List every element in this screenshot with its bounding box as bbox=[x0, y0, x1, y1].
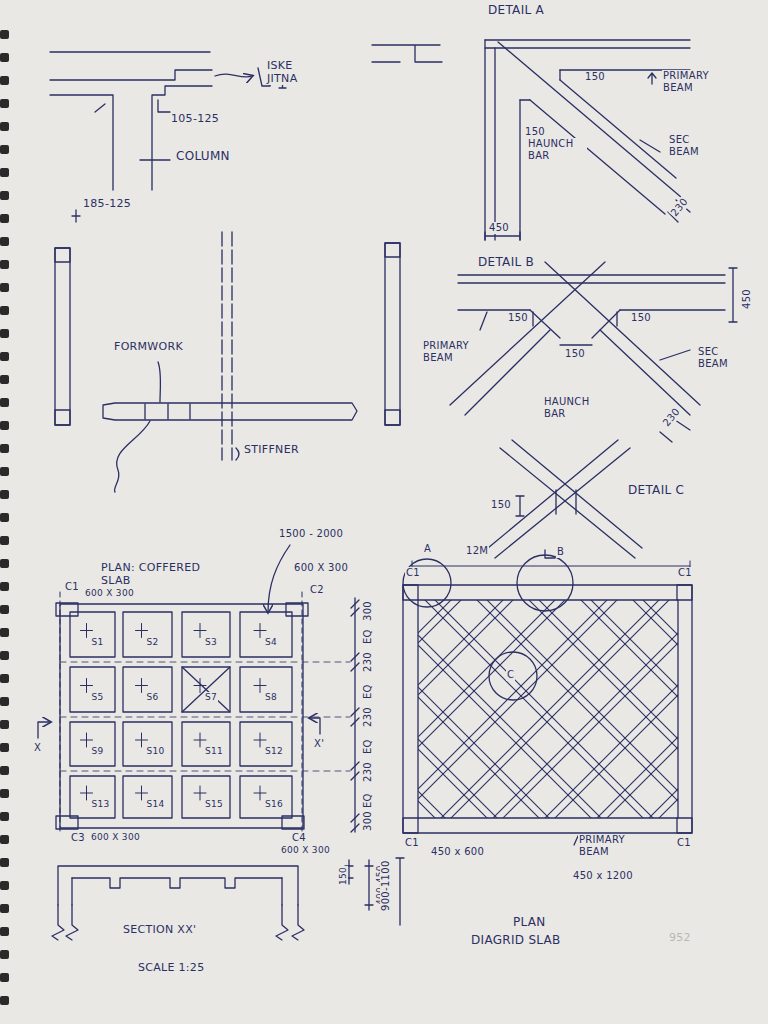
spiral-binding bbox=[0, 30, 9, 1005]
sketch-label: S15 bbox=[204, 799, 224, 809]
sketch-label: 150 bbox=[524, 126, 546, 138]
sketch-label: DIAGRID SLAB bbox=[470, 934, 562, 948]
sketch-label: COLUMN bbox=[175, 150, 231, 164]
sketch-label: S9 bbox=[91, 746, 105, 756]
sketch-label: S2 bbox=[146, 637, 160, 647]
sketch-label: 450 bbox=[488, 222, 510, 234]
sketch-label: EQ bbox=[362, 628, 374, 645]
sketch-label: C1 bbox=[404, 837, 420, 849]
sketch-label: 600 X 300 bbox=[90, 832, 141, 842]
sketch-label: EQ bbox=[362, 738, 374, 755]
sketch-label: PRIMARY BEAM bbox=[662, 70, 726, 93]
sketch-label: EQ bbox=[362, 683, 374, 700]
sketch-label: C1 bbox=[405, 567, 421, 579]
sketch-label: 600 X 300 bbox=[84, 588, 135, 598]
sketch-label: S10 bbox=[146, 746, 166, 756]
sketch-label: FORMWORK bbox=[113, 341, 184, 354]
sketch-label: S7 bbox=[204, 692, 218, 702]
sketch-label: PRIMARY BEAM bbox=[578, 834, 640, 857]
sketch-label: 1500 - 2000 bbox=[278, 528, 344, 540]
sketch-label: X' bbox=[313, 738, 325, 750]
sketch-label: EQ bbox=[362, 792, 374, 809]
sketch-label: HAUNCH BAR bbox=[543, 396, 605, 419]
sketch-label: S13 bbox=[91, 799, 111, 809]
sketch-label: 952 bbox=[668, 932, 692, 945]
sketch-label: S16 bbox=[264, 799, 284, 809]
sketch-label: SEC BEAM bbox=[697, 346, 745, 369]
sketch-label: PLAN bbox=[512, 916, 547, 930]
sketch-label: 150 bbox=[564, 348, 586, 360]
sketch-label: 230 bbox=[362, 706, 374, 728]
sketch-label: C3 bbox=[70, 832, 86, 844]
sketch-label: DETAIL B bbox=[477, 256, 535, 270]
sketch-label: S1 bbox=[91, 637, 105, 647]
sketch-label: DETAIL C bbox=[627, 484, 685, 498]
sketch-label: 150 bbox=[584, 71, 606, 83]
sketch-label: 450 x 600 bbox=[430, 846, 485, 858]
sketch-label: 150 bbox=[490, 499, 512, 511]
sketch-label: 450 x 1200 bbox=[572, 870, 634, 882]
sketch-label: 300 bbox=[362, 600, 374, 622]
sketch-label: 150 bbox=[507, 312, 529, 324]
sketch-label: 150 bbox=[630, 312, 652, 324]
sketch-label: S8 bbox=[264, 692, 278, 702]
sketch-label: 12M bbox=[465, 545, 489, 557]
sketch-label: 600 X 300 bbox=[280, 845, 331, 855]
sketch-label: 230 bbox=[362, 651, 374, 673]
sketch-label: A bbox=[423, 543, 432, 555]
sketch-label: S11 bbox=[204, 746, 224, 756]
sketch-label: 105-125 bbox=[170, 113, 220, 126]
sketch-label: 230 bbox=[362, 761, 374, 783]
sketch-label: C1 bbox=[676, 837, 692, 849]
sketch-label: S5 bbox=[91, 692, 105, 702]
sketch-label: SCALE 1:25 bbox=[137, 962, 205, 975]
sketch-label: X bbox=[33, 742, 42, 754]
sketch-label: S14 bbox=[146, 799, 166, 809]
sketch-label: 230 bbox=[660, 405, 683, 429]
sketch-label: PRIMARY BEAM bbox=[422, 340, 486, 363]
sketch-label: C2 bbox=[309, 584, 325, 596]
sketch-label: 185-125 bbox=[82, 198, 132, 211]
sketch-label: ISKE JITNA bbox=[266, 60, 312, 85]
sketch-label: SEC BEAM bbox=[668, 134, 716, 157]
sketch-label: 150 bbox=[338, 866, 348, 886]
sketch-label: HAUNCH BAR bbox=[527, 138, 587, 161]
sketch-label: S3 bbox=[204, 637, 218, 647]
sketch-label: S6 bbox=[146, 692, 160, 702]
sketch-label: 900-1100 bbox=[380, 859, 392, 912]
sketch-label: STIFFNER bbox=[243, 444, 300, 457]
sketch-label: DETAIL A bbox=[487, 4, 545, 18]
sketch-label: 300 bbox=[362, 810, 374, 832]
sketch-label: S12 bbox=[264, 746, 284, 756]
sketch-label: PLAN: COFFERED SLAB bbox=[100, 562, 210, 587]
sketch-label: 450 bbox=[741, 288, 753, 310]
sketch-label: 600 X 300 bbox=[293, 562, 349, 574]
sketch-label: C1 bbox=[64, 581, 80, 593]
sketch-label: B bbox=[556, 546, 565, 558]
sketch-label: C bbox=[506, 669, 515, 681]
sketch-label: C1 bbox=[677, 567, 693, 579]
sketch-label: SECTION XX' bbox=[122, 924, 197, 937]
sketch-label: S4 bbox=[264, 637, 278, 647]
sketch-label: C4 bbox=[291, 832, 307, 844]
